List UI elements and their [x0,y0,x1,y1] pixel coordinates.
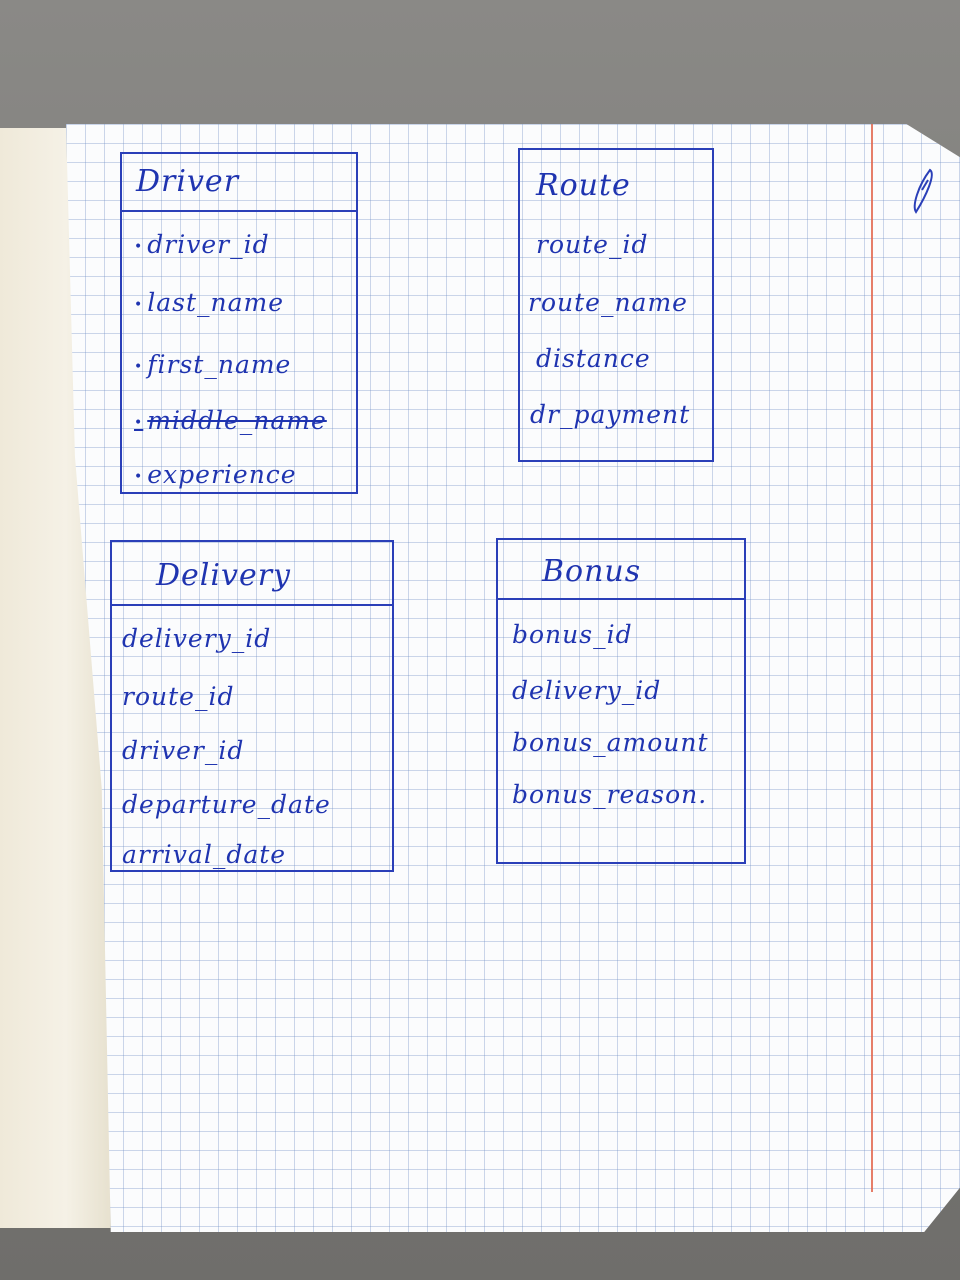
delivery-field-departure-date: departure_date [122,790,331,819]
bonus-table-title: Bonus [542,554,642,589]
bonus-table: Bonus bonus_id delivery_id bonus_amount … [496,538,746,864]
route-field-distance: distance [536,344,651,373]
driver-field-experience: experience [134,460,297,489]
margin-line [871,124,873,1192]
route-table: Route route_id route_name distance dr_pa… [518,148,714,462]
bonus-field-bonus-reason: bonus_reason. [512,780,708,809]
pen-doodle-icon [913,168,933,214]
bonus-field-bonus-id: bonus_id [512,620,633,649]
driver-field-last-name: last_name [134,288,284,317]
delivery-field-delivery-id: delivery_id [122,624,272,653]
bonus-table-header: Bonus [498,540,744,600]
delivery-table-title: Delivery [156,558,291,593]
delivery-table-header: Delivery [112,542,392,606]
driver-table-header: Driver [122,154,356,212]
delivery-field-arrival-date: arrival_date [122,840,287,869]
delivery-field-driver-id: driver_id [122,736,245,765]
driver-field-driver-id: driver_id [134,230,270,259]
delivery-table: Delivery delivery_id route_id driver_id … [110,540,394,872]
route-table-title: Route [536,168,631,203]
driver-field-middle-name: middle_name [134,406,327,435]
driver-table: Driver driver_id last_name first_name mi… [120,152,358,494]
bonus-field-bonus-amount: bonus_amount [512,728,709,757]
driver-field-first-name: first_name [134,350,291,379]
delivery-field-route-id: route_id [122,682,235,711]
bonus-field-delivery-id: delivery_id [512,676,662,705]
route-field-route-id: route_id [536,230,649,259]
driver-table-title: Driver [136,164,240,199]
route-field-dr-payment: dr_payment [530,400,691,429]
route-field-route-name: route_name [528,288,688,317]
